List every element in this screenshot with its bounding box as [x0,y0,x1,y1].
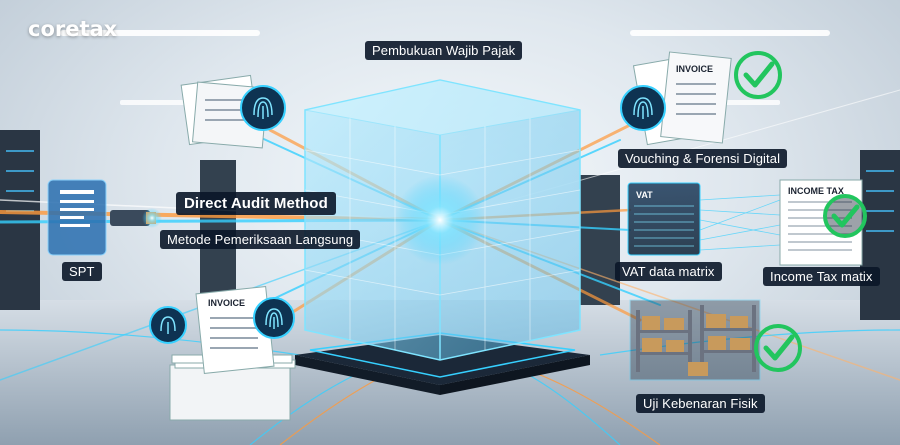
label-direct-audit: Direct Audit Method [176,192,336,215]
label-uji-kebenaran: Uji Kebenaran Fisik [636,394,765,413]
fingerprint-icon [253,297,295,339]
check-icon [734,51,782,99]
document-icon [47,179,107,256]
check-icon [754,324,802,372]
income-tax-title: INCOME TAX [788,186,844,196]
warehouse-shelves-icon [629,299,761,381]
label-metode: Metode Pemeriksaan Langsung [160,230,361,249]
check-icon [823,194,867,238]
brand-logo: coretax [28,17,118,41]
invoice-title: INVOICE [676,64,713,74]
matrix-connections [699,194,781,251]
fingerprint-icon [240,85,286,131]
label-pembukuan: Pembukuan Wajib Pajak [365,41,523,60]
invoice-title: INVOICE [208,298,245,308]
label-vat-matrix: VAT data matrix [615,262,722,281]
vat-data-panel: VAT [627,182,701,256]
income-tax-document: INCOME TAX [779,179,863,266]
label-spt: SPT [62,262,102,281]
fingerprint-icon [620,85,666,131]
vat-panel-title: VAT [636,190,653,200]
glass-data-cube [304,79,581,361]
fingerprint-icon [149,306,187,344]
bottom-left-invoices: INVOICE [169,286,296,421]
label-income-tax: Income Tax matix [763,267,880,286]
label-vouching: Vouching & Forensi Digital [618,149,788,168]
